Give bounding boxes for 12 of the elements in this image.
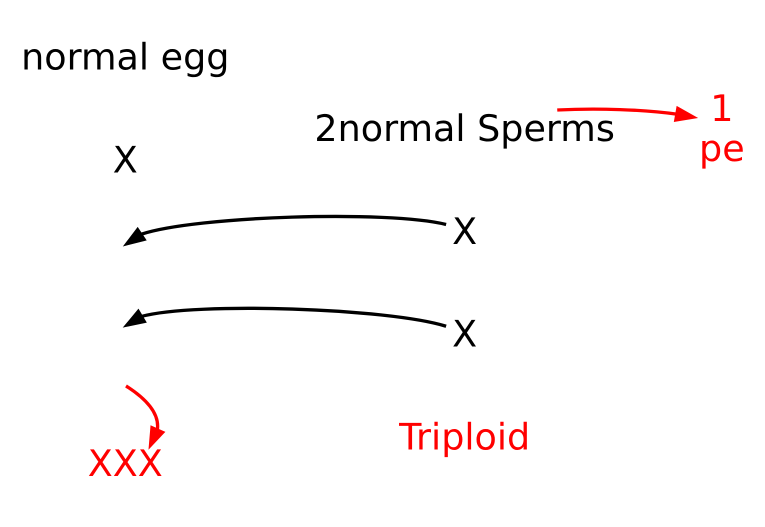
node-text: X bbox=[112, 138, 138, 182]
node-text: X bbox=[452, 312, 478, 356]
arrow bbox=[125, 384, 166, 450]
node-text: Triploid bbox=[399, 416, 530, 459]
arrow bbox=[122, 214, 446, 246]
node-text: normal egg bbox=[21, 36, 230, 79]
node-text: 2normal Sperms bbox=[314, 106, 615, 150]
node-text: X bbox=[452, 210, 478, 253]
node-text: 1 pe bbox=[699, 86, 745, 170]
arrow bbox=[557, 106, 698, 122]
arrow bbox=[122, 306, 446, 328]
node-text: XXX bbox=[88, 442, 163, 486]
